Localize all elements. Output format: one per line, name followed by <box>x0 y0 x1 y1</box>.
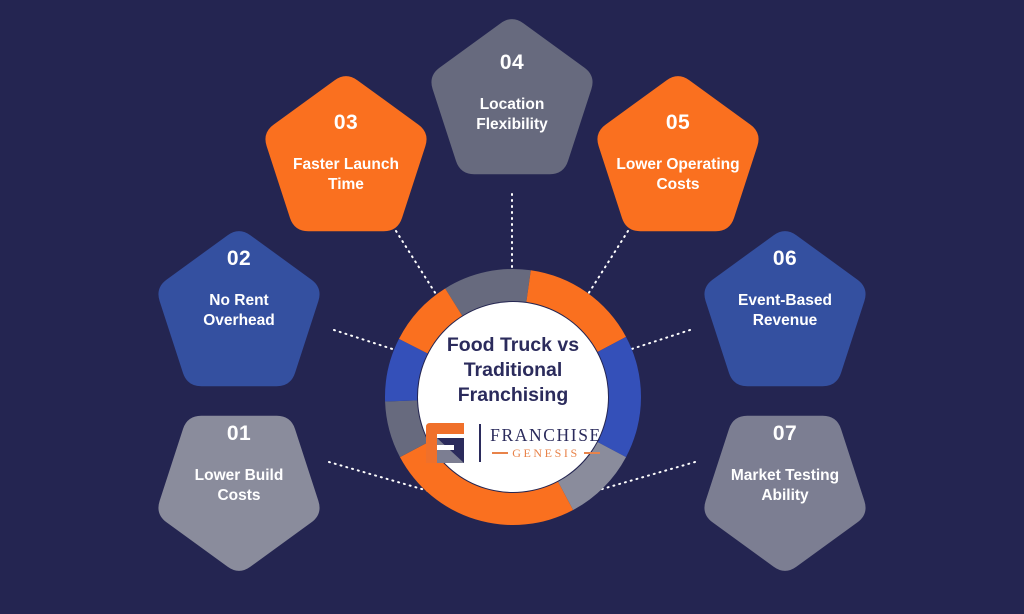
logo-secondary-text: GENESIS <box>512 446 580 461</box>
node-07-label: Market Testing Ability <box>730 467 840 504</box>
logo-primary-text: FRANCHISE <box>490 424 602 445</box>
page-title: Food Truck vs Traditional Franchising <box>446 334 580 406</box>
logo-rule-right <box>583 452 600 454</box>
node-05-number: 05 <box>665 111 691 134</box>
logo-secondary-row: GENESIS <box>492 447 600 459</box>
node-03-label: Faster Launch Time <box>293 156 399 193</box>
center-circle: Food Truck vs Traditional Franchising FR… <box>418 302 608 492</box>
connector-07 <box>591 461 696 493</box>
node-06-number: 06 <box>772 247 798 270</box>
pentagon-03[interactable] <box>265 76 427 232</box>
pentagon-06[interactable] <box>704 231 866 387</box>
node-01-label: Lower Build Costs <box>194 467 284 504</box>
logo-rule-left <box>492 452 509 454</box>
pentagon-05[interactable] <box>597 76 759 232</box>
pentagon-01[interactable] <box>158 415 320 571</box>
segment-bottom-orange <box>399 442 574 525</box>
segment-upper-left-blue <box>385 338 428 402</box>
node-06-label: Event-Based Revenue <box>738 292 832 329</box>
franchise-genesis-monogram-icon <box>426 422 465 463</box>
segment-top-gray <box>445 269 531 316</box>
pentagon-07[interactable] <box>704 415 866 571</box>
pentagon-shapes-group <box>158 19 866 571</box>
node-04-label: Location Flexibility <box>476 96 548 133</box>
segment-upper-left-orange <box>398 288 463 354</box>
node-05-label: Lower Operating Costs <box>616 156 740 193</box>
segment-right-blue <box>597 336 641 458</box>
pentagon-04[interactable] <box>431 19 593 175</box>
segment-left-gray <box>385 400 429 458</box>
node-02-label: No Rent Overhead <box>203 292 275 329</box>
segment-lower-right-gray <box>558 442 627 511</box>
node-02[interactable]: 02 No Rent Overhead <box>139 248 339 331</box>
donut-ring-group <box>385 269 641 525</box>
brand-logo: FRANCHISE GENESIS <box>424 421 602 465</box>
logo-divider <box>479 423 482 462</box>
node-07-number: 07 <box>772 422 798 445</box>
logo-wordmark: FRANCHISE GENESIS <box>490 424 602 459</box>
connector-01 <box>328 461 433 493</box>
node-01-number: 01 <box>226 422 252 445</box>
segment-upper-right-orange <box>526 270 627 352</box>
node-02-number: 02 <box>226 247 252 270</box>
pentagon-02[interactable] <box>158 231 320 387</box>
node-03-number: 03 <box>333 111 359 134</box>
node-04-number: 04 <box>499 51 525 74</box>
